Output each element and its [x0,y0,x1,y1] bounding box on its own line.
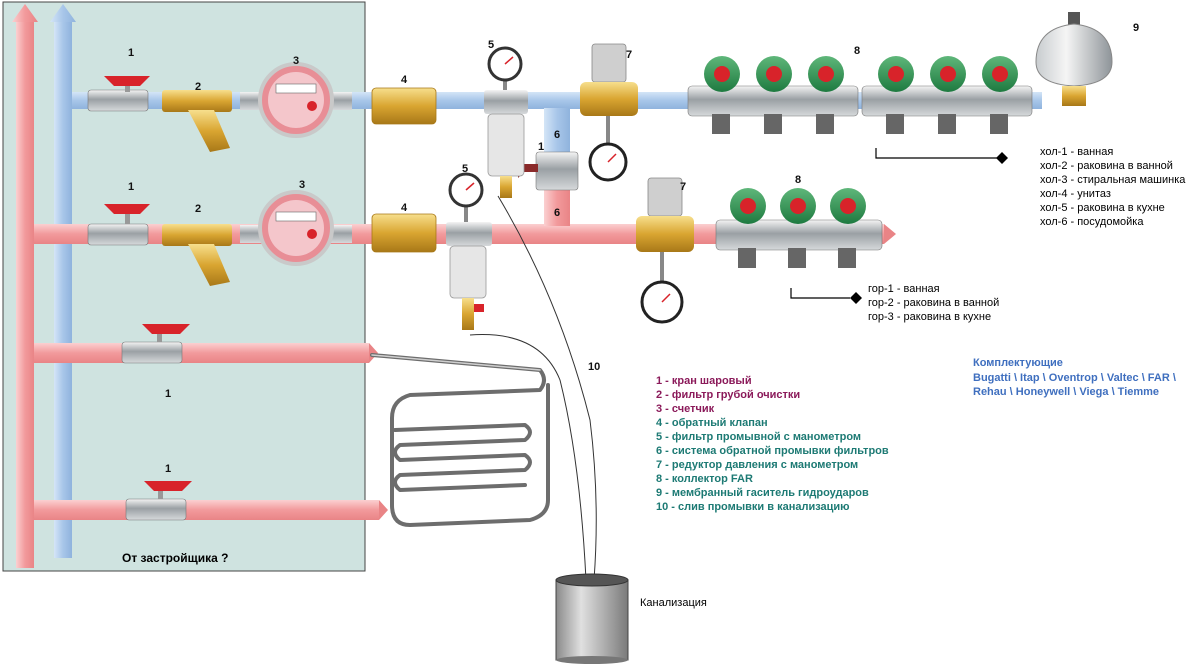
legend-item: 4 - обратный клапан [656,417,768,429]
cold-outlet: хол-3 - стиральная машинка [1040,174,1186,186]
marker-5-cold: 5 [488,39,494,51]
cold-outlet: хол-1 - ванная [1040,146,1113,158]
marker-6-lower: 6 [554,207,560,219]
brands-line: Bugatti \ Itap \ Oventrop \ Valtec \ FAR… [973,372,1176,384]
marker-3-hot: 3 [299,179,305,191]
brands-title: Комплектующие [973,357,1063,369]
ball-valve-cold [87,76,150,112]
marker-3-cold: 3 [293,55,299,67]
marker-2-cold: 2 [195,81,201,93]
legend-item: 7 - редуктор давления с манометром [656,459,858,471]
legend-item: 10 - слив промывки в канализацию [656,501,850,513]
marker-1-towel-upper: 1 [165,388,171,400]
water-hammer-arrestor [1035,12,1113,106]
legend-item: 9 - мембранный гаситель гидроударов [656,487,869,499]
hot-outlet: гор-1 - ванная [868,283,940,295]
towel-pipe-upper [34,343,369,363]
marker-7-cold: 7 [626,49,632,61]
pressure-reducer-hot [636,177,694,324]
ball-valve-towel-lower [125,481,192,521]
strainer-cold [162,90,232,152]
marker-4-hot: 4 [401,202,408,214]
cold-outlet: хол-4 - унитаз [1040,188,1111,200]
legend-item: 1 - кран шаровый [656,375,752,387]
flush-filter-cold [484,46,528,198]
marker-4-cold: 4 [401,74,408,86]
marker-2-hot: 2 [195,203,201,215]
ball-valve-towel-upper [121,324,190,364]
hot-outlet: гор-3 - раковина в кухне [868,311,991,323]
marker-5-hot: 5 [462,163,468,175]
strainer-hot [162,224,232,286]
check-valve-hot [371,213,437,253]
pressure-reducer-cold [580,43,638,182]
legend-item: 5 - фильтр промывной с манометром [656,431,861,443]
ball-valve-hot [87,204,150,246]
drain-line-hot [469,334,587,581]
marker-6-upper: 6 [554,129,560,141]
manifold-cold-2 [861,56,1033,134]
manifold-hot [715,188,883,268]
flush-filter-hot [446,172,492,330]
cold-outlet: хол-5 - раковина в кухне [1040,202,1165,214]
hot-outlet: гор-2 - раковина в ванной [868,297,999,309]
marker-1-hot: 1 [128,181,134,193]
hot-riser [12,4,38,568]
manifold-cold-1 [687,56,859,134]
marker-10: 10 [588,361,600,373]
towel-pipe-lower [34,500,379,520]
cold-outlets-list: хол-1 - ванная хол-2 - раковина в ванной… [1040,146,1186,228]
backflush-hot-riser [544,190,570,226]
marker-1-cold: 1 [128,47,134,59]
backflush-cold-riser [544,108,570,152]
drain-line [497,195,597,581]
sewer-label: Канализация [640,597,707,609]
marker-1-backflush: 1 [538,141,544,153]
cold-riser [50,4,76,558]
marker-8-hot: 8 [795,174,801,186]
cold-outlets-bracket [875,148,1000,159]
cold-outlets-pointer [996,152,1008,164]
check-valve-cold [371,87,437,125]
legend: 1 - кран шаровый 2 - фильтр грубой очист… [656,375,889,513]
legend-item: 6 - система обратной промывки фильтров [656,445,889,457]
hot-outlets-list: гор-1 - ванная гор-2 - раковина в ванной… [868,283,999,323]
brands-line: Rehau \ Honeywell \ Viega \ Tiemme [973,386,1159,398]
hot-outlets-pointer [850,292,862,304]
marker-9: 9 [1133,22,1139,34]
cold-outlet: хол-6 - посудомойка [1040,216,1144,228]
ball-valve-backflush [518,151,579,191]
legend-item: 8 - коллектор FAR [656,473,753,485]
brands-block: Комплектующие Bugatti \ Itap \ Oventrop … [973,357,1176,398]
legend-item: 3 - счетчик [656,403,715,415]
water-meter-cold [240,62,352,138]
towel-radiator [370,353,550,527]
hot-outlets-bracket [790,288,850,299]
legend-item: 2 - фильтр грубой очистки [656,389,800,401]
cold-outlet: хол-2 - раковина в ванной [1040,160,1173,172]
marker-8-cold: 8 [854,45,860,57]
hot-main-pipe-end [884,224,896,244]
developer-caption: От застройщика ? [122,551,228,565]
marker-7-hot: 7 [680,181,686,193]
marker-1-towel-lower: 1 [165,463,171,475]
water-meter-hot [240,190,352,266]
sewer-tank [555,573,629,664]
